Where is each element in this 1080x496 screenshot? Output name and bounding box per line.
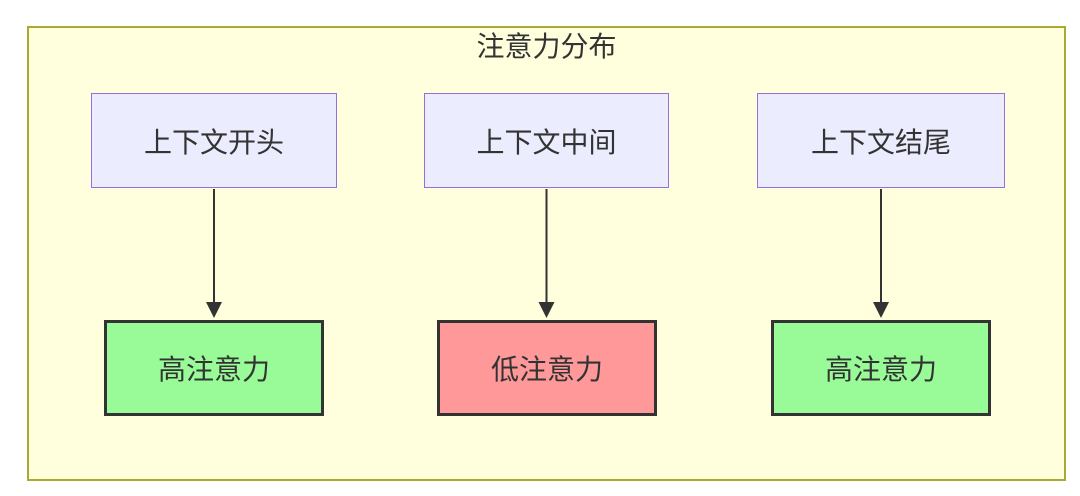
diagram-title: 注意力分布 [476, 31, 617, 62]
node-context-end: 上下文结尾 [757, 93, 1005, 188]
node-context-start-label: 上下文开头 [143, 126, 284, 158]
node-attention-high-2: 高注意力 [771, 320, 991, 416]
node-context-end-label: 上下文结尾 [810, 126, 951, 158]
node-attention-low-label: 低注意力 [490, 354, 603, 385]
node-attention-high-1: 高注意力 [104, 320, 324, 416]
node-attention-high-1-label: 高注意力 [157, 354, 270, 385]
node-context-middle-label: 上下文中间 [476, 126, 617, 158]
node-context-middle: 上下文中间 [424, 93, 669, 188]
node-attention-low: 低注意力 [437, 320, 657, 416]
node-attention-high-2-label: 高注意力 [824, 354, 937, 385]
node-context-start: 上下文开头 [91, 93, 337, 188]
